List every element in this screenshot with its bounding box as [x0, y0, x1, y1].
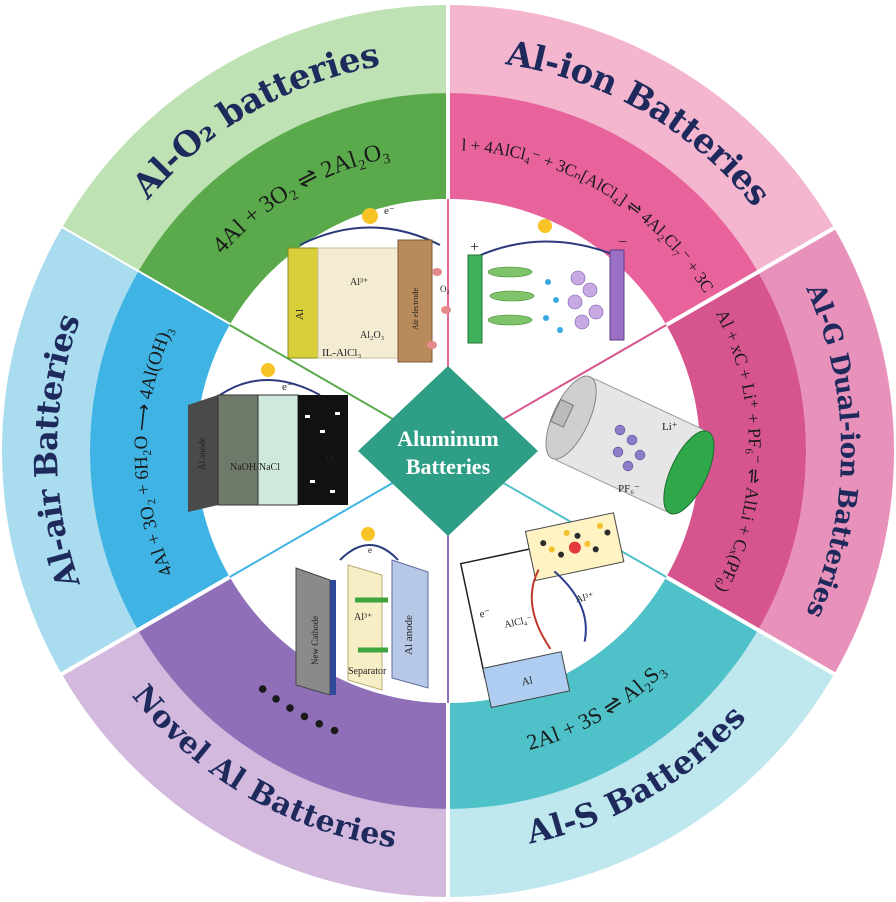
al-o2-ion-label: Al³⁺	[350, 277, 368, 288]
al-s-equation-band	[448, 577, 759, 809]
al-air-electron-label: e⁻	[282, 381, 293, 393]
al-s-ion-label: Al³⁺	[575, 591, 595, 606]
al-s-al-label: Al	[521, 674, 534, 688]
al-air-outer-band	[1, 228, 138, 674]
bulb-icon	[362, 208, 378, 224]
al-o2-equation-band	[137, 93, 449, 325]
novel-illustration: e New Cathode Al³⁺ Separator Al anode	[295, 527, 429, 696]
bulb-icon	[261, 363, 275, 377]
al-o2-o2-label: O₂	[440, 284, 450, 294]
al-g-equation-band	[666, 272, 807, 630]
novel-electron-label: e	[368, 545, 372, 555]
al-o2-al-label: Al	[294, 309, 306, 320]
al-ion-minus-label: −	[618, 234, 627, 251]
center-diamond: Aluminum Batteries	[358, 366, 538, 536]
al-o2-air-label: Air electrode	[411, 288, 420, 330]
al-ion-equation-band	[448, 93, 759, 325]
al-g-li-label: Li⁺	[662, 421, 678, 433]
al-air-illustration: e⁻ Al anode NaOH/NaCl O₂	[188, 363, 348, 512]
al-g-outer-band	[758, 228, 894, 674]
al-o2-illustration: Al Al³⁺ Al₂O₃ IL-AlCl₃ Air electrode O₂ …	[287, 205, 451, 363]
novel-outer-band	[61, 630, 448, 897]
al-g-pf6-label: PF₆⁻	[618, 483, 640, 495]
novel-anode-label: Al anode	[403, 615, 415, 655]
al-air-electrolyte-label: NaOH/NaCl	[230, 462, 280, 473]
al-ion-plus-label: +	[470, 239, 479, 256]
novel-cathode-label: New Cathode	[310, 616, 320, 665]
al-s-illustration: Al AlCl₄⁻ Al³⁺ e⁻	[459, 512, 625, 709]
novel-ion-label: Al³⁺	[354, 612, 372, 623]
al-air-o2-label: O₂	[326, 454, 337, 465]
bulb-icon	[361, 527, 375, 541]
spokes	[229, 199, 667, 703]
al-s-outer-band	[448, 630, 835, 897]
al-g-illustration: Li⁺ PF₆⁻	[545, 375, 715, 515]
segments-layer	[1, 3, 894, 899]
center-line-2: Batteries	[406, 454, 491, 479]
novel-separator-label: Separator	[348, 666, 387, 677]
center-line-1: Aluminum	[397, 426, 498, 451]
al-air-anode-label: Al anode	[197, 437, 207, 470]
al-o2-electron-label: e⁻	[384, 205, 395, 217]
bulb-icon	[538, 219, 552, 233]
al-o2-outer-band	[61, 5, 448, 272]
al-s-electron-label: e⁻	[479, 607, 492, 621]
al-ion-illustration: + −	[467, 219, 627, 344]
al-o2-electrolyte-label: IL-AlCl₃	[322, 347, 361, 359]
al-air-equation-band	[90, 272, 230, 630]
al-o2-oxide-label: Al₂O₃	[360, 330, 384, 341]
novel-equation-band	[137, 577, 449, 809]
al-ion-outer-band	[448, 5, 835, 272]
